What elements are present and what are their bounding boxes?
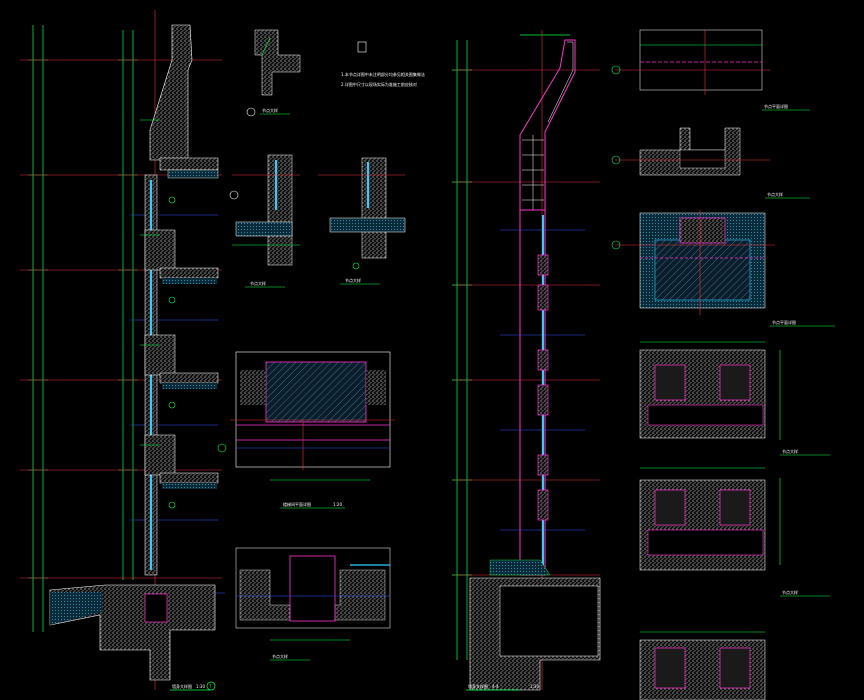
detail-2-title: 节点大样: [250, 280, 266, 286]
right-parapet-outline: [519, 39, 576, 211]
right-detail-1: 节点平面详图: [611, 29, 810, 111]
detail-4: 节点大样: [235, 547, 391, 661]
legend-swatch-icon: [357, 41, 367, 53]
detail-3-title: 节点大样: [345, 277, 361, 283]
detail-1-title: 节点大样: [262, 107, 278, 113]
detail-4-title: 节点大样: [272, 653, 288, 659]
detail-1: 节点大样: [246, 29, 301, 117]
right-detail-3: 节点平面详图: [611, 210, 835, 327]
plan-title: 楼梯间平面详图: [283, 501, 311, 507]
right-detail-6: [639, 631, 766, 700]
right-detail-5-title: 节点大样: [782, 589, 798, 595]
right-ground-fill: [489, 559, 551, 576]
right-section-title: 墙身大样图: [468, 683, 488, 689]
parapet-hatched: [149, 24, 193, 161]
right-section-no: 4-4: [492, 684, 499, 689]
left-dimension-chains: [32, 25, 134, 632]
insulation-layers: [162, 278, 217, 489]
roof-slab: [159, 157, 219, 171]
detail-2: 节点大样: [229, 154, 300, 288]
left-ground-fill: [50, 592, 102, 625]
left-dimension-ticks: [28, 59, 138, 579]
right-detail-4-title: 节点大样: [782, 448, 798, 454]
right-wall-section: 墙身大样图 4-4 1:30: [452, 30, 601, 691]
left-section-no: 7: [209, 684, 212, 689]
detail-1-marker-icon: [246, 107, 256, 117]
right-detail-1-title: 节点平面详图: [764, 103, 788, 109]
right-detail-2: 节点大样: [611, 127, 810, 199]
right-section-scale: 1:30: [530, 684, 539, 689]
right-basement-void: [499, 585, 599, 657]
note-line-2: 2.详图中尺寸以现场实际为准施工前应核对: [341, 81, 417, 87]
right-ladder-rungs: [522, 135, 544, 210]
plan-scale: 1:20: [333, 502, 342, 507]
stair-plan-detail: 楼梯间平面详图 1:20: [217, 351, 395, 509]
right-detail-2-title: 节点大样: [767, 191, 783, 197]
floor-slabs: [144, 229, 219, 484]
left-section-title: 墙身大样图: [172, 683, 192, 689]
axis-bubble-icon: [217, 443, 227, 453]
roof-insulation: [167, 169, 219, 179]
left-wall-section: 墙身大样图 1:30 7: [20, 10, 225, 691]
right-detail-4: 节点大样: [639, 341, 830, 456]
right-detail-5: 节点大样: [639, 467, 830, 597]
left-leaders: [140, 119, 176, 509]
right-detail-3-title: 节点平面详图: [772, 319, 796, 325]
left-section-marker-icon: [206, 681, 216, 691]
right-window-frames: [537, 254, 549, 521]
legend-note: 1.本节点详图中未注明部分均参见相关图集做法 2.详图中尺寸以现场实际为准施工前…: [341, 41, 425, 87]
note-line-1: 1.本节点详图中未注明部分均参见相关图集做法: [341, 71, 425, 77]
detail-3: 节点大样: [318, 157, 406, 285]
left-section-scale: 1:30: [196, 684, 205, 689]
right-parapet-inner: [547, 41, 574, 123]
left-footing-outline: [144, 593, 168, 623]
